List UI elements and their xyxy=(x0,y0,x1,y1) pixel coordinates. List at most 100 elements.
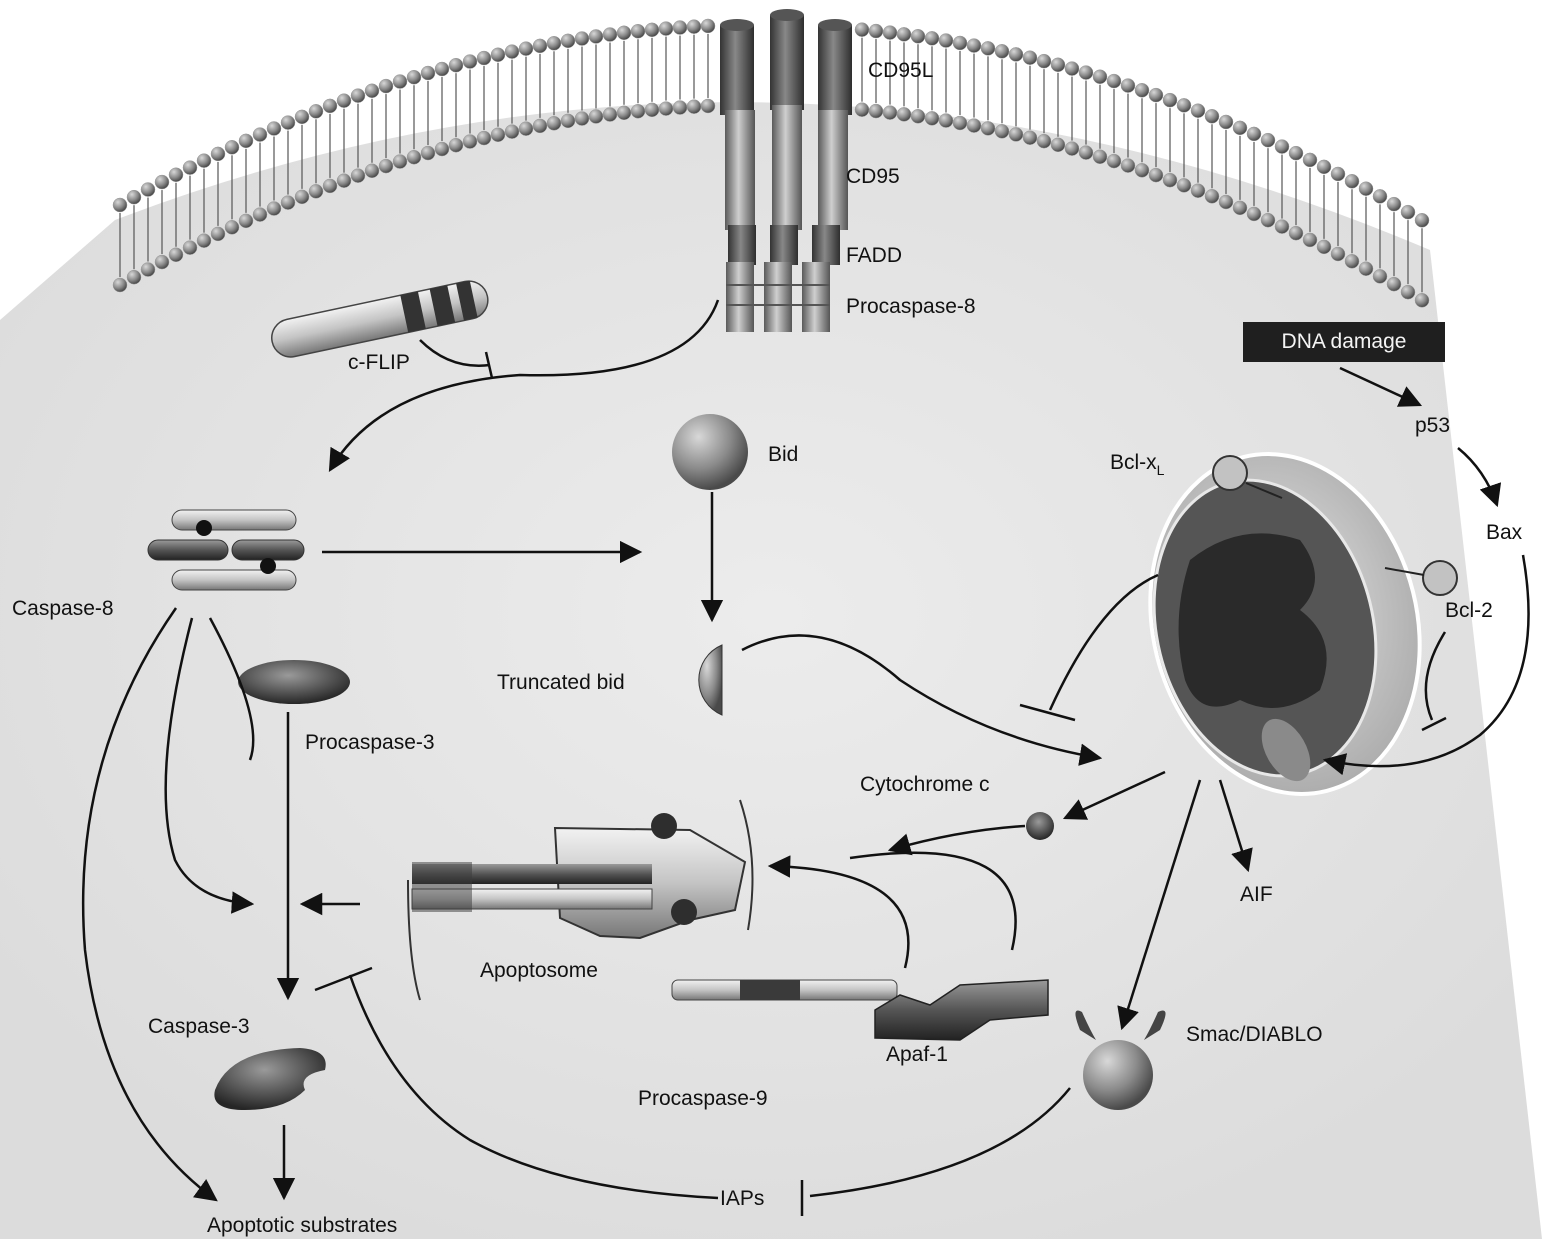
label-apoptosome: Apoptosome xyxy=(480,960,598,981)
lipid-head xyxy=(897,107,911,121)
lipid-head xyxy=(337,94,351,108)
lipid-head xyxy=(925,111,939,125)
lipid-head xyxy=(183,241,197,255)
lipid-head xyxy=(1331,247,1345,261)
lipid-head xyxy=(505,125,519,139)
label-bid: Bid xyxy=(768,444,798,465)
lipid-head xyxy=(197,234,211,248)
lipid-head xyxy=(281,116,295,130)
lipid-head xyxy=(1093,70,1107,84)
lipid-head xyxy=(1303,153,1317,167)
lipid-head xyxy=(883,26,897,40)
lipid-head xyxy=(855,103,869,117)
label-iaps: IAPs xyxy=(720,1188,764,1209)
lipid-head xyxy=(1023,131,1037,145)
procaspase8-1 xyxy=(726,262,754,332)
lipid-head xyxy=(491,48,505,62)
lipid-head xyxy=(379,79,393,93)
lipid-head xyxy=(351,89,365,103)
lipid-head xyxy=(701,19,715,33)
lipid-head xyxy=(659,22,673,36)
lipid-head xyxy=(1219,115,1233,129)
lipid-head xyxy=(155,255,169,269)
label-dna-damage: DNA damage xyxy=(1243,322,1445,362)
lipid-head xyxy=(505,45,519,59)
lipid-head xyxy=(267,202,281,216)
lipid-head xyxy=(449,138,463,152)
lipid-head xyxy=(533,39,547,53)
label-aif: AIF xyxy=(1240,884,1273,905)
label-bclxl-sub: L xyxy=(1157,462,1165,478)
lipid-head xyxy=(1079,146,1093,160)
cd95l-trimer-2 xyxy=(770,15,804,110)
lipid-head xyxy=(449,58,463,72)
lipid-head xyxy=(1415,293,1429,307)
lipid-head xyxy=(239,134,253,148)
lipid-head xyxy=(169,168,183,182)
lipid-head xyxy=(1135,83,1149,97)
lipid-head xyxy=(1387,197,1401,211)
lipid-head xyxy=(1317,240,1331,254)
procaspase3-molecule xyxy=(238,660,350,704)
lipid-head xyxy=(225,140,239,154)
lipid-head xyxy=(225,220,239,234)
lipid-head xyxy=(477,51,491,65)
label-bcl2: Bcl-2 xyxy=(1445,600,1493,621)
lipid-head xyxy=(1233,121,1247,135)
cytochrome-c-molecule xyxy=(1026,812,1054,840)
lipid-head xyxy=(1373,189,1387,203)
lipid-head xyxy=(1037,134,1051,148)
lipid-head xyxy=(1023,51,1037,65)
label-truncated-bid: Truncated bid xyxy=(497,672,625,693)
label-cd95l: CD95L xyxy=(868,60,933,81)
lipid-head xyxy=(939,114,953,128)
lipid-head xyxy=(1191,104,1205,118)
lipid-head xyxy=(673,101,687,115)
lipid-head xyxy=(253,208,267,222)
fadd-1 xyxy=(728,225,756,265)
lipid-head xyxy=(519,42,533,56)
lipid-head xyxy=(1345,174,1359,188)
lipid-head xyxy=(1135,163,1149,177)
lipid-head xyxy=(351,169,365,183)
lipid-head xyxy=(981,41,995,55)
lipid-head xyxy=(869,24,883,38)
bclxl-molecule xyxy=(1213,456,1247,490)
lipid-head xyxy=(1219,195,1233,209)
label-apoptotic-substrates: Apoptotic substrates xyxy=(207,1215,397,1236)
lipid-head xyxy=(967,39,981,53)
lipid-head xyxy=(911,29,925,43)
lipid-head xyxy=(1037,54,1051,68)
lipid-head xyxy=(575,112,589,126)
label-procaspase3: Procaspase-3 xyxy=(305,732,435,753)
lipid-head xyxy=(435,62,449,76)
lipid-head xyxy=(295,190,309,204)
lipid-head xyxy=(659,102,673,116)
label-caspase8: Caspase-8 xyxy=(12,598,114,619)
lipid-head xyxy=(1051,138,1065,152)
lipid-head xyxy=(561,34,575,48)
lipid-head xyxy=(645,103,659,117)
lipid-head xyxy=(337,174,351,188)
lipid-head xyxy=(253,128,267,142)
lipid-head xyxy=(645,23,659,37)
lipid-head xyxy=(211,227,225,241)
lipid-head xyxy=(995,124,1009,138)
lipid-head xyxy=(365,84,379,98)
label-cytochrome-c: Cytochrome c xyxy=(860,774,990,795)
lipid-head xyxy=(1415,213,1429,227)
lipid-head xyxy=(589,109,603,123)
lipid-head xyxy=(925,31,939,45)
lipid-head xyxy=(701,99,715,113)
lipid-head xyxy=(995,44,1009,58)
lipid-head xyxy=(281,196,295,210)
lipid-head xyxy=(1107,154,1121,168)
label-fadd: FADD xyxy=(846,245,902,266)
lipid-head xyxy=(1177,178,1191,192)
lipid-head xyxy=(1247,127,1261,141)
lipid-head xyxy=(1149,168,1163,182)
lipid-head xyxy=(1065,62,1079,76)
lipid-head xyxy=(1261,213,1275,227)
lipid-head xyxy=(967,119,981,133)
lipid-head xyxy=(309,184,323,198)
